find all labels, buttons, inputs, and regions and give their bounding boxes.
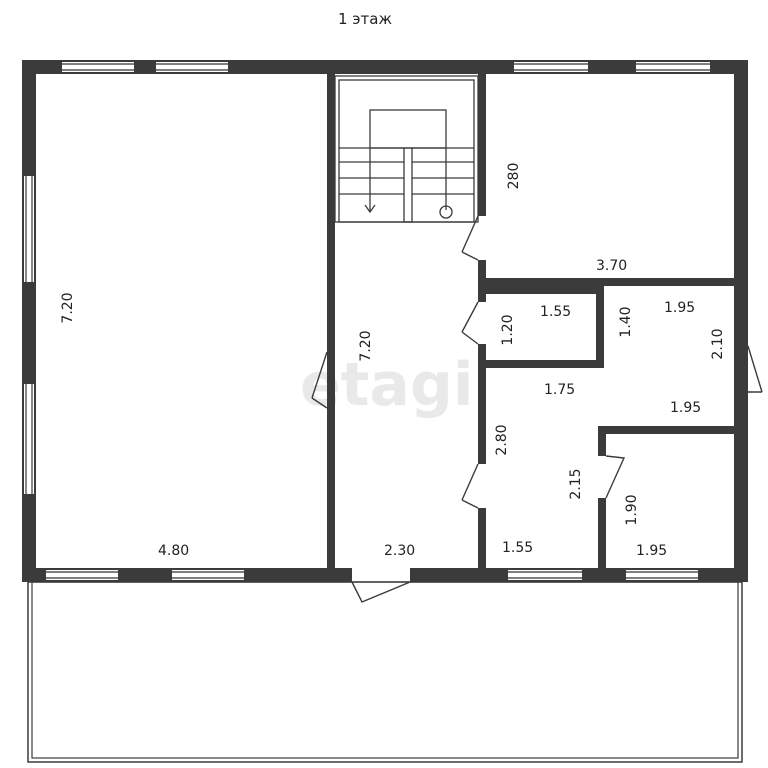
dim-room-se-height: 1.90 bbox=[624, 494, 640, 525]
dim-room-mid-height-left: 1.40 bbox=[618, 306, 634, 337]
wall-right-lower bbox=[734, 390, 748, 580]
dim-room-low-height-right: 2.15 bbox=[568, 468, 584, 499]
wall-room-se-top bbox=[598, 426, 734, 434]
dim-hall-height: 7.20 bbox=[358, 330, 374, 361]
interior-walls bbox=[327, 74, 734, 568]
dim-room-ne-width: 3.70 bbox=[596, 258, 627, 274]
dim-room-mid-height-right: 2.10 bbox=[710, 328, 726, 359]
dim-room-se-width: 1.95 bbox=[636, 543, 667, 559]
wall-room-se-left-top bbox=[598, 426, 606, 456]
wall-small-room-bottom bbox=[486, 360, 604, 368]
wall-hall-left bbox=[327, 74, 335, 568]
doors bbox=[311, 215, 763, 603]
wall-left bbox=[22, 60, 36, 580]
windows-top bbox=[62, 62, 710, 72]
windows-left bbox=[24, 176, 34, 494]
dim-room-mid-width-bottom: 1.95 bbox=[670, 400, 701, 416]
wall-hall-right-mid1 bbox=[478, 260, 486, 302]
wall-small-room-top bbox=[486, 286, 602, 294]
wall-hall-right-mid2 bbox=[478, 344, 486, 464]
dim-big-room-height: 7.20 bbox=[60, 292, 76, 323]
terrace bbox=[27, 581, 743, 763]
windows-bottom bbox=[46, 570, 698, 580]
staircase bbox=[334, 75, 479, 223]
dim-big-room-width: 4.80 bbox=[158, 543, 189, 559]
dim-hall-width: 2.30 bbox=[384, 543, 415, 559]
wall-hall-right-bottom bbox=[478, 508, 486, 568]
watermark: etagi bbox=[300, 350, 473, 420]
dim-room-mid-width-top: 1.95 bbox=[664, 300, 695, 316]
floor-title: 1 этаж bbox=[338, 10, 392, 28]
dim-room-ne-height: 280 bbox=[506, 163, 522, 190]
dim-small-room-height: 1.20 bbox=[500, 314, 516, 345]
wall-right-upper bbox=[734, 60, 748, 420]
dimension-labels: 7.20 4.80 7.20 2.30 280 3.70 1.55 1.20 1… bbox=[60, 163, 726, 559]
dim-small-room-width: 1.55 bbox=[540, 304, 571, 320]
wall-small-room-right bbox=[596, 286, 604, 366]
dim-room-low-height-left: 2.80 bbox=[494, 424, 510, 455]
wall-room-ne-bottom bbox=[486, 278, 734, 286]
wall-hall-right-top bbox=[478, 74, 486, 216]
dim-room-low-width-top: 1.75 bbox=[544, 382, 575, 398]
dim-room-low-width-bottom: 1.55 bbox=[502, 540, 533, 556]
wall-room-se-left-bottom bbox=[598, 498, 606, 568]
